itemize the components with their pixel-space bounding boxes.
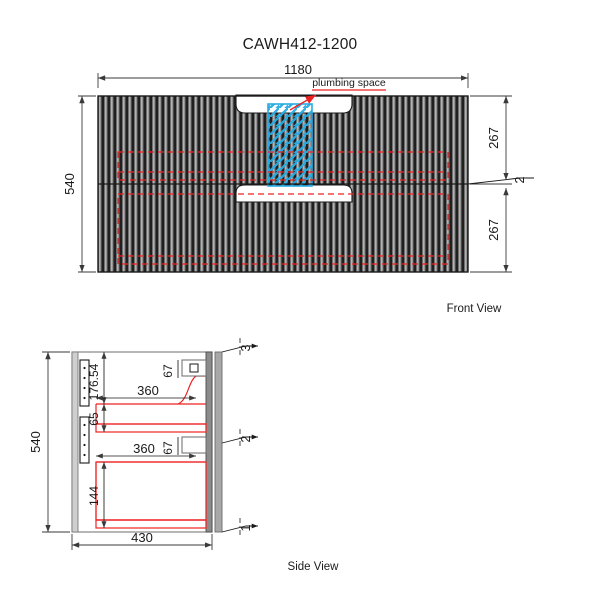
side-lower-drawer-height-value: 144	[87, 486, 101, 506]
side-leader-2: 2	[239, 435, 253, 442]
side-leader-1: 1	[239, 524, 253, 531]
side-upper-offset-value: 176.54	[87, 363, 101, 400]
side-lower-bracket	[181, 436, 207, 454]
front-right-bottom-value: 267	[486, 219, 501, 241]
side-upper-drawer-height-value: 65	[87, 412, 101, 426]
side-height-value: 540	[28, 431, 43, 453]
side-upper-drawer-height-dimension: 65	[87, 404, 107, 432]
plumbing-space-label: plumbing space	[312, 77, 386, 89]
front-width-value: 1180	[284, 62, 312, 77]
side-leader-3: 3	[239, 344, 253, 351]
side-leaders: 3 2 1	[221, 338, 258, 538]
plumbing-space-region	[267, 103, 313, 187]
side-depth-value: 430	[131, 530, 153, 545]
side-lower-drawer	[95, 461, 207, 529]
side-upper-drawer-depth-dimension: 360	[96, 383, 196, 401]
side-upper-offset-dimension: 176.54	[87, 352, 107, 404]
side-height-dimension: 540	[28, 351, 70, 533]
side-mounting-rails	[79, 359, 90, 464]
drawing-title: CAWH412-1200	[243, 36, 358, 53]
front-width-dimension: 1180	[97, 62, 469, 88]
front-middle-leader-value: 2	[513, 176, 527, 183]
side-lower-gap-value: 67	[161, 441, 175, 455]
front-view-group: 1180 540 267 267 2 plumbing space	[62, 62, 534, 315]
side-depth-dimension: 430	[71, 530, 213, 550]
front-right-top-value: 267	[486, 127, 501, 149]
side-view-group: 540 430 176.54 65 144 360	[28, 338, 339, 573]
front-height-dimension: 540	[62, 95, 96, 273]
side-lower-gap-dimension: 67	[161, 437, 179, 455]
front-right-dimensions: 267 267 2	[467, 95, 534, 273]
plumbing-space-annotation: plumbing space	[289, 77, 386, 111]
side-upper-gap-value: 67	[161, 364, 175, 378]
front-height-value: 540	[62, 173, 77, 195]
side-upper-drawer-depth-value: 360	[137, 383, 159, 398]
side-upper-gap-dimension: 67	[161, 360, 179, 378]
side-view-label: Side View	[288, 561, 340, 573]
side-lower-drawer-depth-dimension: 360	[96, 441, 196, 459]
side-lower-drawer-depth-value: 360	[133, 441, 155, 456]
front-view-label: Front View	[447, 303, 502, 315]
side-upper-bracket	[181, 359, 207, 377]
front-hidden-drawers	[117, 151, 449, 265]
side-lower-drawer-height-dimension: 144	[87, 462, 107, 528]
